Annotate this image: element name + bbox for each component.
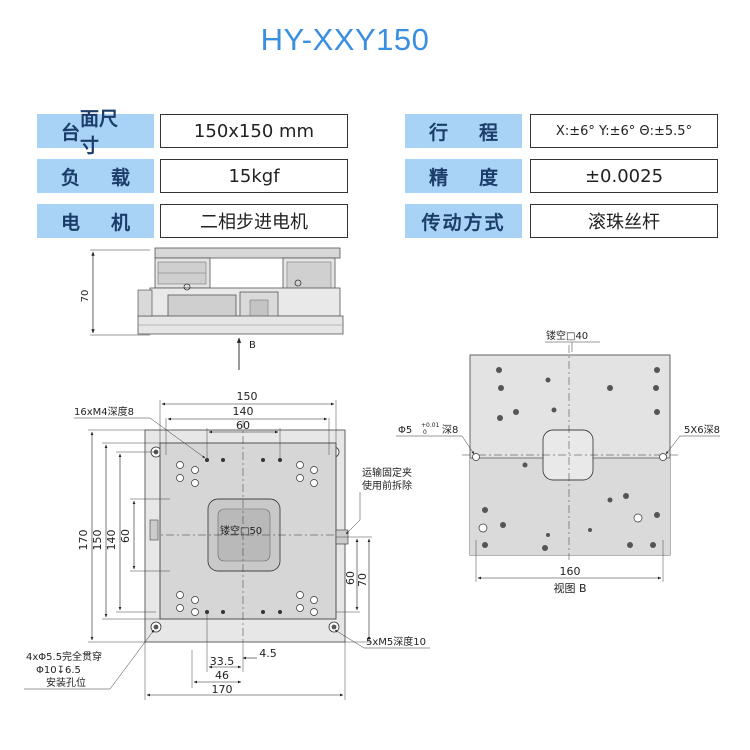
left-dim-60: 60 xyxy=(119,529,132,543)
top-dim-150: 150 xyxy=(237,390,258,403)
spec-value-stroke: X:±6° Y:±6° Θ:±5.5° xyxy=(530,114,718,148)
right-dim-60: 60 xyxy=(344,571,357,585)
spec-label-motor: 电机 xyxy=(37,204,154,238)
side-dim-height: 70 xyxy=(80,290,91,303)
spec-label-load: 负载 xyxy=(37,159,154,193)
right-dim-70: 70 xyxy=(356,573,369,587)
view-b-note-pin: Φ5 xyxy=(398,425,412,436)
left-dim-150: 150 xyxy=(91,530,104,551)
spec-label-part: 行 xyxy=(429,121,449,144)
view-b-note-center: 镂空□40 xyxy=(546,329,588,342)
bottom-dim-170: 170 xyxy=(212,683,233,696)
note-center-cutout: 镂空□50 xyxy=(220,524,262,537)
note-transport-1: 运输固定夹 xyxy=(362,466,412,479)
spec-value-motor: 二相步进电机 xyxy=(160,204,348,238)
spec-label-stroke: 行程 xyxy=(405,114,522,148)
thread-hole-clusters xyxy=(176,458,318,616)
view-b-holes xyxy=(472,367,667,551)
view-b-caption: 视图 B xyxy=(553,581,586,595)
bottom-dim-33-5: 33.5 xyxy=(210,655,235,668)
spec-label-part: 电 xyxy=(61,211,81,234)
spec-label-part: 精 xyxy=(429,166,449,189)
top-dim-60: 60 xyxy=(236,419,250,432)
view-b-note-pin-tol-lower: 0 xyxy=(423,429,427,436)
view-b: 镂空□40 Φ5 +0.01 0 深8 5X6深8 160 视图 B xyxy=(396,329,720,595)
spec-label-part: 度 xyxy=(478,166,498,189)
spec-label-part: 程 xyxy=(478,121,498,144)
note-16xm4: 16xM4深度8 xyxy=(74,405,134,418)
spec-label-part: 负 xyxy=(61,166,81,189)
left-dim-170: 170 xyxy=(77,530,90,551)
view-b-note-right: 5X6深8 xyxy=(684,424,720,436)
note-mount-2: Φ10↧6.5 xyxy=(36,665,81,676)
side-view: 70 B xyxy=(80,247,344,370)
view-b-dim-160: 160 xyxy=(560,565,581,578)
spec-label-part: 载 xyxy=(110,166,130,189)
spec-label-part: 台 xyxy=(61,121,81,144)
spec-label-transmission: 传动方式 xyxy=(405,204,522,238)
spec-label-table-size: 台面尺寸 xyxy=(37,108,154,157)
left-dim-140: 140 xyxy=(105,530,118,551)
side-top-plate xyxy=(154,247,341,259)
note-mount-3: 安装孔位 xyxy=(46,676,86,689)
spec-value-table-size: 150x150 mm xyxy=(160,114,348,148)
product-title: HY-XXY150 xyxy=(260,22,430,57)
note-mount-1: 4xΦ5.5完全贯穿 xyxy=(26,650,102,663)
spec-label-part: 面尺寸 xyxy=(80,108,119,157)
spec-value-accuracy: ±0.0025 xyxy=(530,159,718,193)
view-b-note-pin-depth: 深8 xyxy=(442,424,458,436)
note-m5: 5xM5深度10 xyxy=(366,635,426,648)
spec-value-transmission: 滚珠丝杆 xyxy=(530,204,718,238)
spec-label-part: 机 xyxy=(110,211,130,234)
top-dim-140: 140 xyxy=(233,405,254,418)
spec-value-load: 15kgf xyxy=(160,159,348,193)
bottom-dim-4-5: 4.5 xyxy=(259,647,277,660)
side-view-arrow-b: B xyxy=(249,340,256,351)
note-transport-2: 使用前拆除 xyxy=(362,479,412,492)
bottom-dim-46: 46 xyxy=(215,669,229,682)
view-b-note-pin-tol-upper: +0.01 xyxy=(421,422,440,429)
spec-label-accuracy: 精度 xyxy=(405,159,522,193)
top-view: 150 140 60 170 150 140 60 60 70 xyxy=(24,390,430,700)
